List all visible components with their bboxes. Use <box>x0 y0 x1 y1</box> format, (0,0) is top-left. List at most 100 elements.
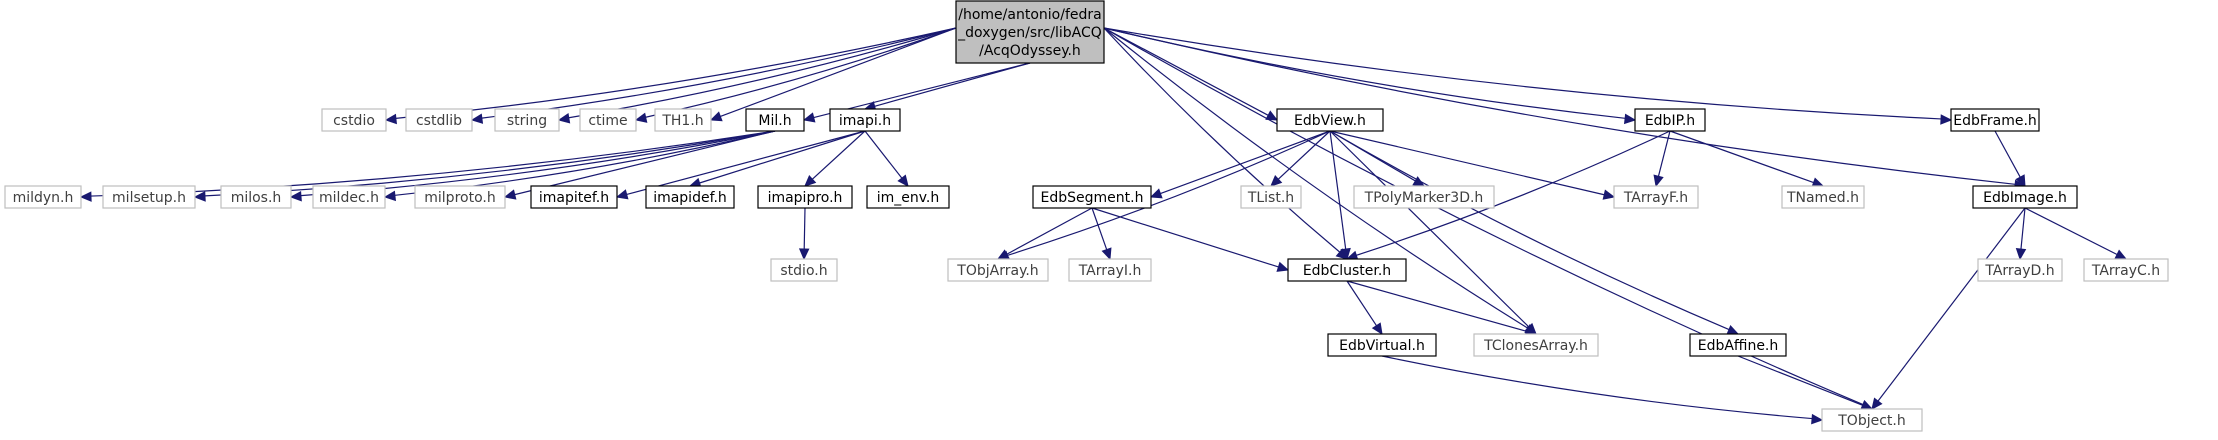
edge-line <box>1346 280 1377 326</box>
node-box <box>1032 185 1152 209</box>
edge-root-to-edbcluster <box>1103 27 1348 260</box>
node-label: imapidef.h <box>653 190 727 206</box>
arrowhead <box>798 248 810 261</box>
node-edbaffine[interactable]: EdbAffine.h <box>1689 333 1787 357</box>
edge-line <box>1103 27 1269 116</box>
node-imapitef[interactable]: imapitef.h <box>530 185 618 209</box>
node-label: EdbFrame.h <box>1953 113 2037 129</box>
node-root[interactable]: /home/antonio/fedra _doxygen/src/libACQ … <box>955 0 1105 64</box>
edge-root-to-cstdio <box>384 27 957 125</box>
node-box <box>4 185 82 209</box>
node-label: TClonesArray.h <box>1483 338 1588 354</box>
edge-line <box>864 130 903 179</box>
edge-line <box>720 27 957 118</box>
arrowhead <box>1940 114 1953 125</box>
edge-line <box>1877 207 2026 402</box>
node-box <box>1689 333 1787 357</box>
node-box <box>745 108 805 132</box>
arrowhead <box>193 191 206 202</box>
node-tlist: TList.h <box>1240 185 1302 209</box>
edge-edbframe-to-edbimage <box>1994 130 2026 188</box>
node-box <box>1473 333 1599 357</box>
edges-layer <box>79 27 2128 425</box>
arrowhead <box>1265 110 1279 121</box>
edge-line <box>395 27 957 120</box>
node-edbsegment[interactable]: EdbSegment.h <box>1032 185 1152 209</box>
node-label: im_env.h <box>877 190 940 206</box>
edge-edbview-to-edbsegment <box>1149 130 1331 199</box>
edge-line <box>1356 130 1671 256</box>
node-th1: TH1.h <box>654 108 712 132</box>
edge-edbview-to-tlist <box>1270 130 1331 187</box>
node-cstdlib: cstdlib <box>405 108 473 132</box>
arrowhead <box>1623 113 1637 125</box>
node-edbip[interactable]: EdbIP.h <box>1634 108 1706 132</box>
node-edbvirtual[interactable]: EdbVirtual.h <box>1327 333 1437 357</box>
node-imapi[interactable]: imapi.h <box>829 108 901 132</box>
edge-line <box>1329 130 1605 196</box>
node-edbimage[interactable]: EdbImage.h <box>1972 185 2078 209</box>
edge-line <box>2024 207 2118 256</box>
node-imenv[interactable]: im_env.h <box>866 185 950 209</box>
root-box <box>955 0 1105 64</box>
node-imapipro[interactable]: imapipro.h <box>757 185 853 209</box>
arrowhead <box>383 190 396 202</box>
node-box <box>102 185 196 209</box>
node-tarrayf: TArrayF.h <box>1613 185 1699 209</box>
arrowhead <box>1602 189 1616 200</box>
arrowhead <box>996 249 1010 260</box>
node-box <box>2083 258 2169 282</box>
edge-line <box>803 207 806 250</box>
edge-edbview-to-tclonesarray <box>1329 130 1537 335</box>
edge-edbimage-to-tarrayc <box>2024 207 2128 260</box>
node-box <box>1240 185 1302 209</box>
arrowhead <box>79 191 92 202</box>
edge-line <box>1103 27 1626 119</box>
node-label: TList.h <box>1247 190 1294 206</box>
node-label: TArrayD.h <box>1984 263 2054 279</box>
node-box <box>312 185 386 209</box>
node-box <box>579 108 637 132</box>
node-edbframe[interactable]: EdbFrame.h <box>1950 108 2040 132</box>
edge-edbip-to-tnamed <box>1669 130 1825 188</box>
arrowhead <box>470 113 484 124</box>
node-tpolymarker: TPolyMarker3D.h <box>1353 185 1495 209</box>
edge-line <box>1103 27 2016 185</box>
edge-line <box>1329 130 1530 328</box>
edge-line <box>1007 130 1331 256</box>
node-label: milos.h <box>231 190 282 206</box>
node-mildyn: mildyn.h <box>4 185 82 209</box>
edge-edbview-to-edbaffine <box>1329 130 1740 335</box>
node-box <box>414 185 506 209</box>
node-label: cstdlib <box>416 113 462 129</box>
node-imapidef[interactable]: imapidef.h <box>645 185 735 209</box>
edge-line <box>1329 130 1730 331</box>
node-box <box>405 108 473 132</box>
node-label: EdbIP.h <box>1645 113 1695 129</box>
node-tarrayd: TArrayD.h <box>1977 258 2063 282</box>
arrowhead <box>1653 174 1664 188</box>
node-string: string <box>494 108 560 132</box>
node-box <box>770 258 838 282</box>
edge-edbaffine-to-tobject <box>1737 355 1874 411</box>
edge-line <box>1103 27 1341 253</box>
arrowhead <box>503 189 517 200</box>
node-box <box>866 185 950 209</box>
edge-line <box>1091 207 1108 250</box>
arrowhead <box>804 175 817 187</box>
node-ctime: ctime <box>579 108 637 132</box>
node-label: EdbImage.h <box>1983 190 2067 206</box>
edge-line <box>1277 130 1331 180</box>
node-label: string <box>507 113 547 129</box>
node-edbview[interactable]: EdbView.h <box>1276 108 1384 132</box>
node-mil[interactable]: Mil.h <box>745 108 805 132</box>
edge-line <box>699 130 866 184</box>
arrowhead <box>1371 322 1383 336</box>
arrowhead <box>1149 188 1163 199</box>
edge-edbsegment-to-edbcluster <box>1091 207 1290 272</box>
node-label: imapitef.h <box>539 190 609 206</box>
edge-root-to-edbview <box>1103 27 1279 121</box>
node-edbcluster[interactable]: EdbCluster.h <box>1287 258 1407 282</box>
edge-line <box>514 130 776 196</box>
node-box <box>757 185 853 209</box>
